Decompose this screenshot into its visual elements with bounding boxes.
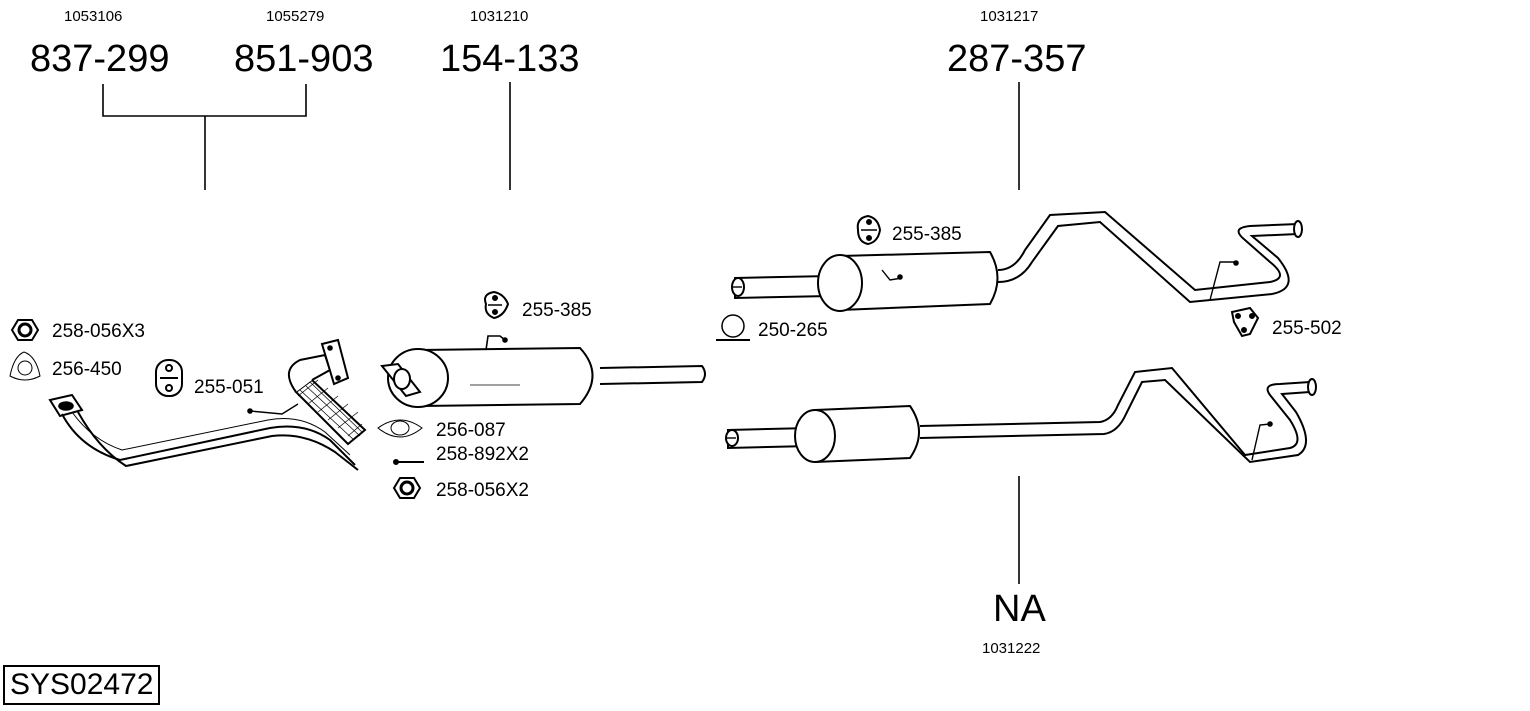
rubber-mount-icon: [856, 214, 882, 246]
three-bolt-gasket-icon: [9, 351, 41, 381]
hex-nut-icon: [392, 477, 422, 499]
part-number-front-pipe[interactable]: 837-299: [30, 38, 170, 80]
ref-number: 1031222: [982, 640, 1041, 657]
component-label[interactable]: 256-087: [436, 420, 506, 441]
rubber-hanger-icon: [155, 359, 183, 397]
bolt-icon: [393, 459, 424, 465]
component-label[interactable]: 255-051: [194, 377, 264, 398]
part-number-rear-silencer[interactable]: 287-357: [947, 38, 1087, 80]
rubber-hanger-icon: [1230, 306, 1260, 338]
component-label[interactable]: 256-450: [52, 359, 122, 380]
rubber-mount-icon: [484, 290, 510, 320]
component-label[interactable]: 255-502: [1272, 318, 1342, 339]
component-label[interactable]: 258-056X3: [52, 321, 145, 342]
ref-number: 1031210: [470, 8, 529, 25]
rear-silencer-alt-drawing[interactable]: [725, 366, 1317, 464]
component-label[interactable]: 255-385: [892, 224, 962, 245]
part-number-middle-silencer[interactable]: 154-133: [440, 38, 580, 80]
component-label[interactable]: 255-385: [522, 300, 592, 321]
component-label[interactable]: 258-892X2: [436, 444, 529, 465]
front-pipe-drawing[interactable]: [48, 338, 367, 471]
system-id-box: SYS02472: [3, 665, 161, 705]
ref-number: 1053106: [64, 8, 123, 25]
hex-nut-icon: [10, 319, 40, 341]
two-bolt-gasket-icon: [377, 419, 423, 438]
part-number-flex-pipe[interactable]: 851-903: [234, 38, 374, 80]
part-number-rear-silencer-alt[interactable]: NA: [993, 588, 1046, 630]
leader-lines: [102, 82, 1020, 584]
middle-silencer-drawing[interactable]: [380, 335, 706, 408]
rear-silencer-drawing[interactable]: [731, 210, 1303, 312]
component-label[interactable]: 258-056X2: [436, 480, 529, 501]
ref-number: 1055279: [266, 8, 325, 25]
pipe-clamp-icon: [716, 314, 750, 341]
component-label[interactable]: 250-265: [758, 320, 828, 341]
ref-number: 1031217: [980, 8, 1039, 25]
